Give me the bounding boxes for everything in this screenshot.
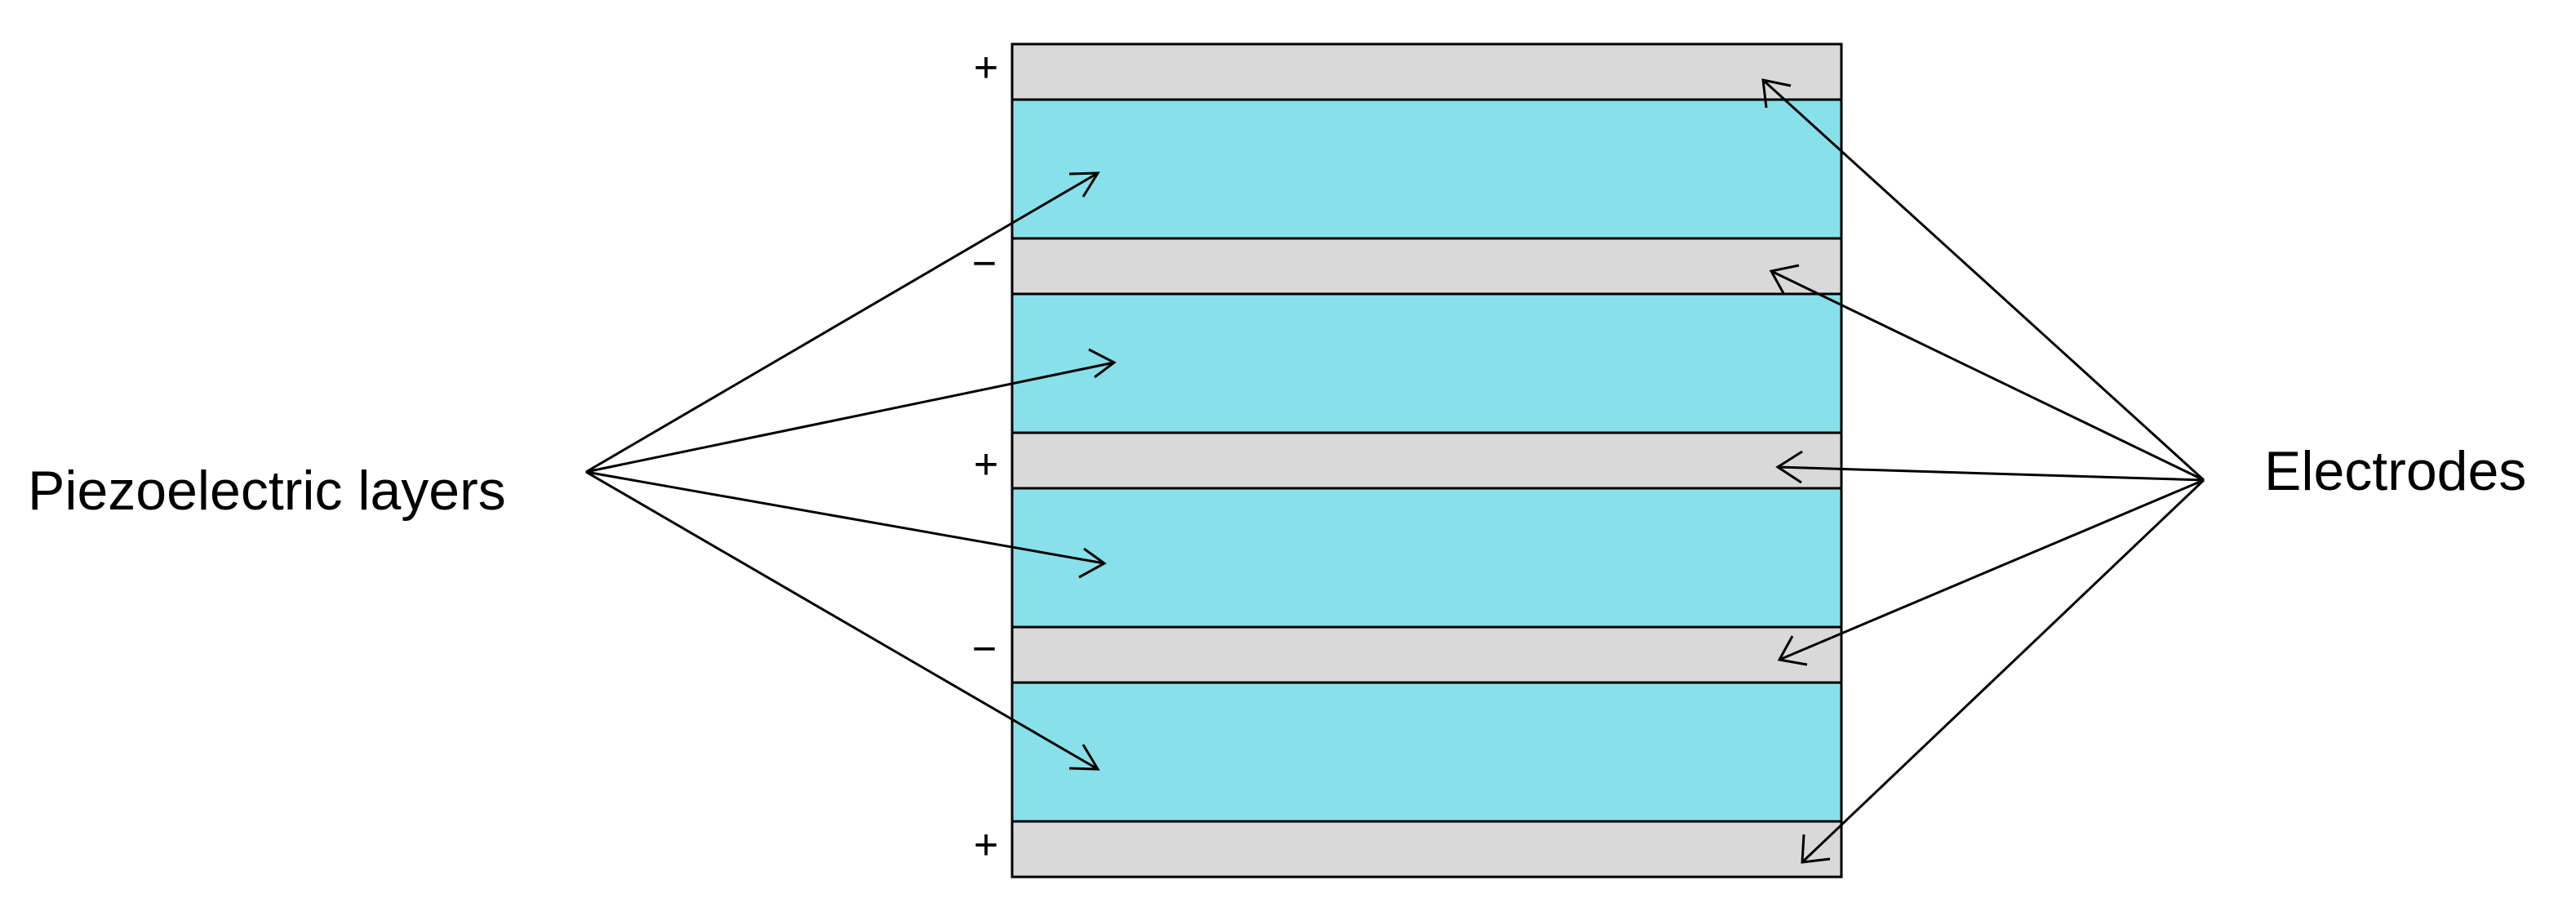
electrode-leader-1 <box>1761 78 2205 482</box>
piezo-leaders <box>585 171 1117 771</box>
piezo-leader-4 <box>585 470 1099 771</box>
piezo-leader-2 <box>585 361 1115 474</box>
electrode-4 <box>1010 625 1843 684</box>
electrode-sign-4: − <box>972 625 997 673</box>
electrode-sign-3: + <box>974 441 998 488</box>
electrode-1 <box>1010 42 1843 101</box>
electrode-arrowhead-3 <box>1775 450 1803 484</box>
electrode-arrowhead-5 <box>1801 834 1831 864</box>
electrode-leader-4 <box>1779 478 2205 661</box>
polarity-signs: + − + − + <box>972 44 998 869</box>
piezo-arrowhead-1 <box>1068 171 1100 198</box>
piezo-layer-3 <box>1010 487 1843 629</box>
electrode-leader-2 <box>1770 269 2205 482</box>
electrodes-label: Electrodes <box>2264 440 2526 502</box>
layer-stack <box>1010 42 1843 879</box>
electrode-leader-5 <box>1801 478 2205 864</box>
piezo-layer-4 <box>1010 681 1843 823</box>
electrode-leaders <box>1761 78 2205 864</box>
piezo-layer-1 <box>1010 98 1843 240</box>
piezo-arrowhead-2 <box>1088 348 1117 379</box>
piezo-layer-2 <box>1010 292 1843 434</box>
piezo-leader-3 <box>585 470 1105 565</box>
electrode-sign-5: + <box>974 821 998 869</box>
electrode-leader-3 <box>1777 465 2205 482</box>
piezo-arrowhead-4 <box>1068 744 1100 771</box>
electrode-2 <box>1010 237 1843 296</box>
electrode-arrowhead-4 <box>1777 635 1808 666</box>
piezo-leader-1 <box>585 171 1099 474</box>
electrode-sign-1: + <box>974 44 998 91</box>
electrode-arrowhead-1 <box>1761 78 1792 109</box>
electrode-3 <box>1010 431 1843 490</box>
electrode-sign-2: − <box>972 240 997 287</box>
piezoelectric-layers-label: Piezoelectric layers <box>28 460 506 522</box>
electrode-arrowhead-2 <box>1769 264 1800 296</box>
electrode-5 <box>1010 820 1843 879</box>
piezo-arrowhead-3 <box>1078 547 1107 579</box>
